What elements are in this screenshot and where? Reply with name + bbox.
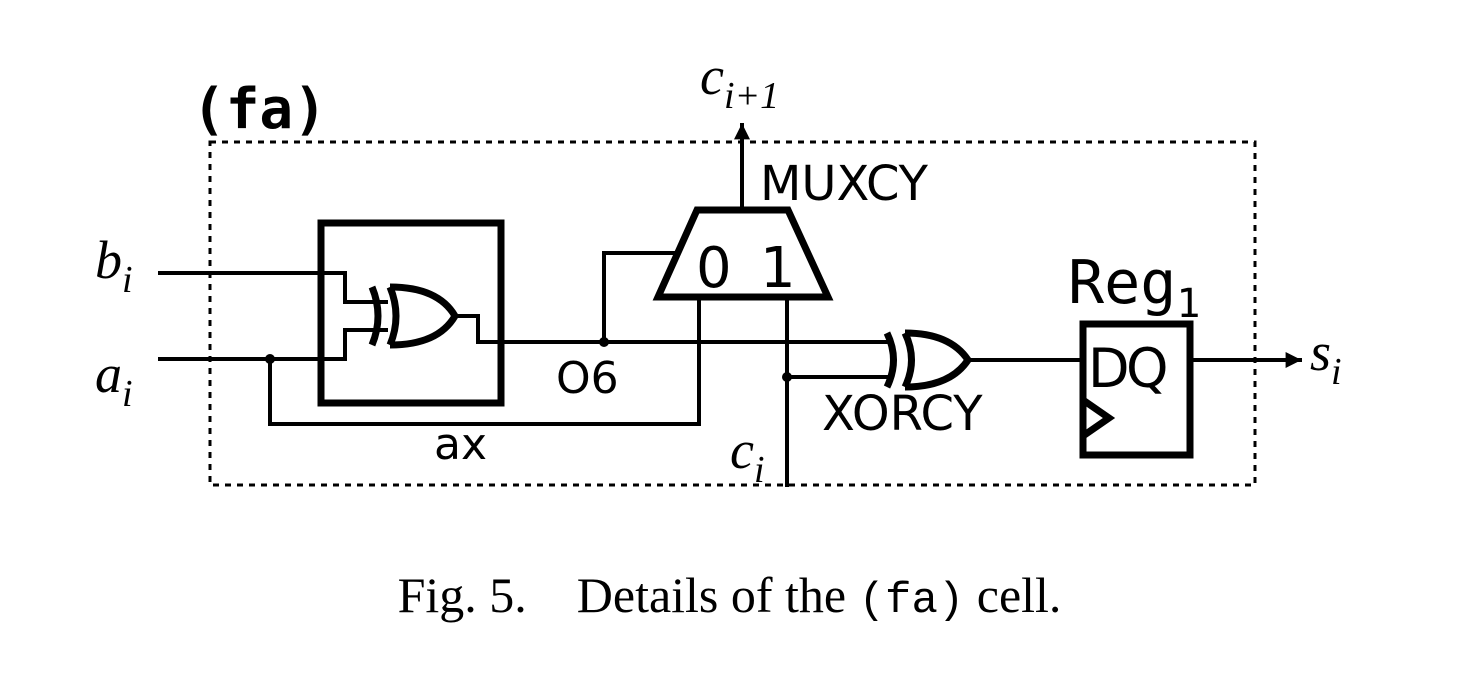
muxcy-shape	[652, 206, 834, 301]
ax-label: ax	[434, 419, 487, 470]
lut-xor-gate	[368, 283, 460, 349]
o6-label: O6	[556, 353, 619, 404]
junction-cin	[782, 372, 792, 382]
carry-in-label: ci	[730, 420, 765, 491]
junction-a	[265, 354, 275, 364]
input-a-label: ai	[95, 344, 133, 415]
caption-text-after: cell.	[964, 567, 1062, 623]
fa-cell-diagram: (fa) 0 1 MUXCY O6 ax XORCY Reg1	[95, 46, 1342, 491]
muxcy-label: MUXCY	[760, 156, 929, 212]
carry-out-label: ci+1	[700, 46, 779, 117]
wire-o6	[453, 314, 892, 344]
register-q-label: Q	[1126, 337, 1169, 400]
cell-label: (fa)	[192, 77, 327, 142]
sum-output-label: si	[1310, 322, 1342, 393]
caption-text-before: Details of the	[576, 567, 859, 623]
input-b-label: bi	[95, 230, 133, 301]
register-label: Reg1	[1068, 248, 1200, 327]
caption-code: (fa)	[858, 576, 965, 626]
xorcy-label: XORCY	[822, 386, 983, 442]
clock-triangle	[1081, 397, 1116, 439]
register-box	[1079, 320, 1194, 459]
wire-b	[158, 271, 388, 304]
mux-input-0: 0	[696, 236, 732, 301]
mux-input-1: 1	[760, 236, 796, 301]
cell-boundary	[208, 140, 1257, 487]
caption-prefix: Fig. 5.	[397, 567, 527, 623]
figure-caption: Fig. 5. Details of the (fa) cell.	[0, 566, 1459, 626]
junction-o6	[599, 337, 609, 347]
wire-o6-to-mux	[602, 251, 678, 344]
wire-a	[158, 328, 388, 361]
register-d-label: D	[1088, 337, 1130, 400]
xorcy-gate	[883, 329, 973, 391]
wire-ax	[268, 295, 701, 426]
lut-box	[317, 219, 505, 407]
